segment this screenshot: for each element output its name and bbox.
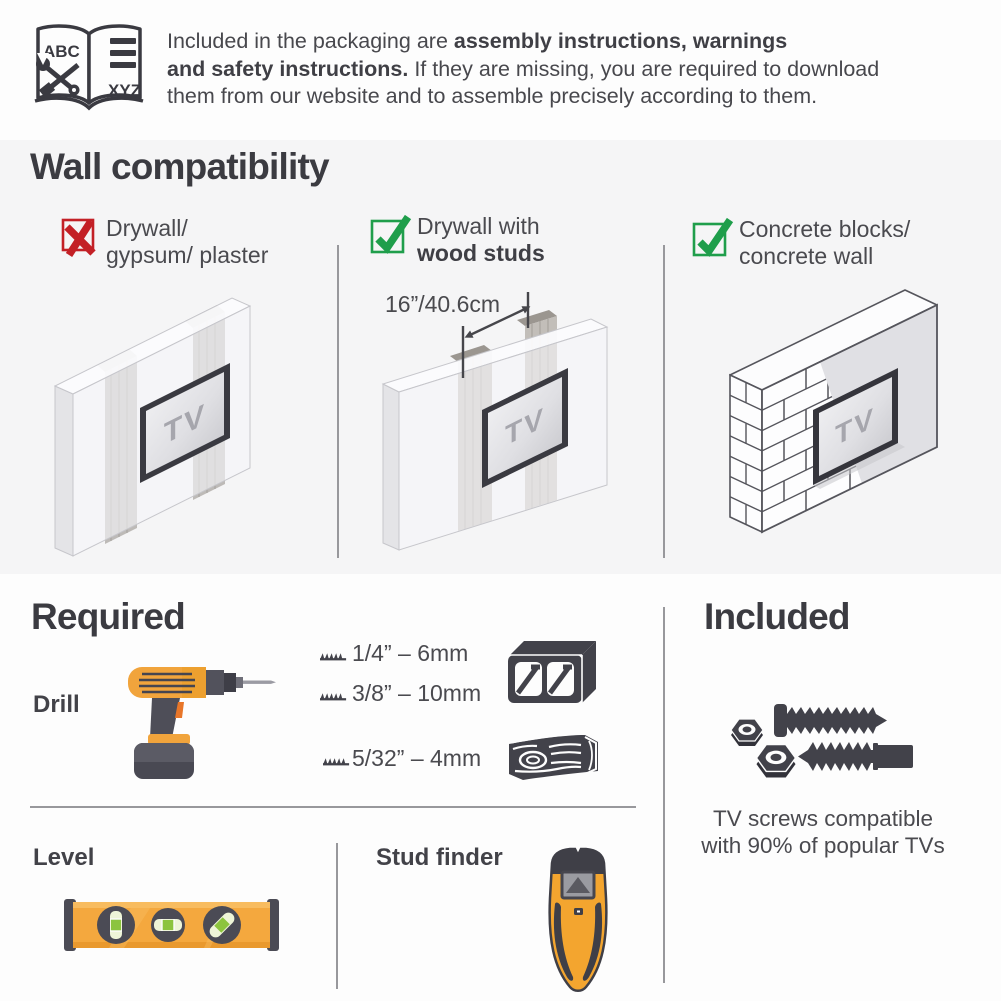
drill-bit-icon [320,693,347,701]
tv: TV [813,368,898,485]
book-xyz-label: XYZ [108,81,141,100]
stud-spacing-label: 16”/40.6cm [385,291,500,317]
drill-icon [128,667,276,779]
stud-finder-icon [548,847,608,992]
level-label: Level [33,844,95,871]
tv: TV [482,368,568,488]
drill-bit-size: 3/8” – 10mm [352,680,482,706]
stud-finder-label: Stud finder [376,844,503,871]
tv-shadow [813,443,905,489]
stud-spacing-dimension [461,292,531,378]
not-compatible-icon [61,218,96,258]
included-divider [663,607,665,983]
required-divider [30,806,636,808]
wall-type-drywall-label: Drywall/ gypsum/ plaster [106,215,269,268]
drill-bit-size: 1/4” – 6mm [352,640,469,666]
hex-nut-icon [755,743,797,778]
level-stud-divider [336,843,338,989]
packaging-note-text: Included in the packaging are assembly i… [167,28,879,111]
included-title: Included [704,596,851,637]
level-icon [64,899,279,951]
wall-type-concrete-label: Concrete blocks/ concrete wall [739,216,911,269]
drywall-with-studs-illustration: TV 16”/40.6cm [381,291,609,551]
book-abc-label: ABC [43,42,80,61]
compatible-check-icon [370,214,412,254]
crossed-tools-icon [36,53,80,98]
drill-label: Drill [33,691,80,718]
compatible-check-icon [692,217,734,257]
column-divider [663,245,665,558]
screws-and-anchors-icon [730,704,913,778]
manual-book-icon: ABC XYZ [34,24,144,111]
wall-compatibility-title: Wall compatibility [30,146,330,187]
drill-bit-icon [323,758,350,766]
note-line-1: Included in the packaging are assembly i… [167,29,788,53]
included-note: TV screws compatible with 90% of popular… [701,806,945,858]
drill-bit-size: 5/32” – 4mm [352,745,482,771]
concrete-block-icon [508,641,596,703]
wall-type-studs-label: Drywall with wood studs [417,213,545,266]
drywall-illustration: TV [53,297,252,557]
concrete-wall-illustration: TV [729,289,938,534]
wood-plank-icon [509,733,598,780]
column-divider [337,245,339,558]
tv: TV [140,363,230,483]
note-line-3: them from our website and to assemble pr… [167,84,818,108]
required-title: Required [31,596,186,637]
hex-nut-icon [730,718,764,746]
drill-bit-icon [320,653,347,661]
note-line-2: and safety instructions. If they are mis… [167,56,880,81]
